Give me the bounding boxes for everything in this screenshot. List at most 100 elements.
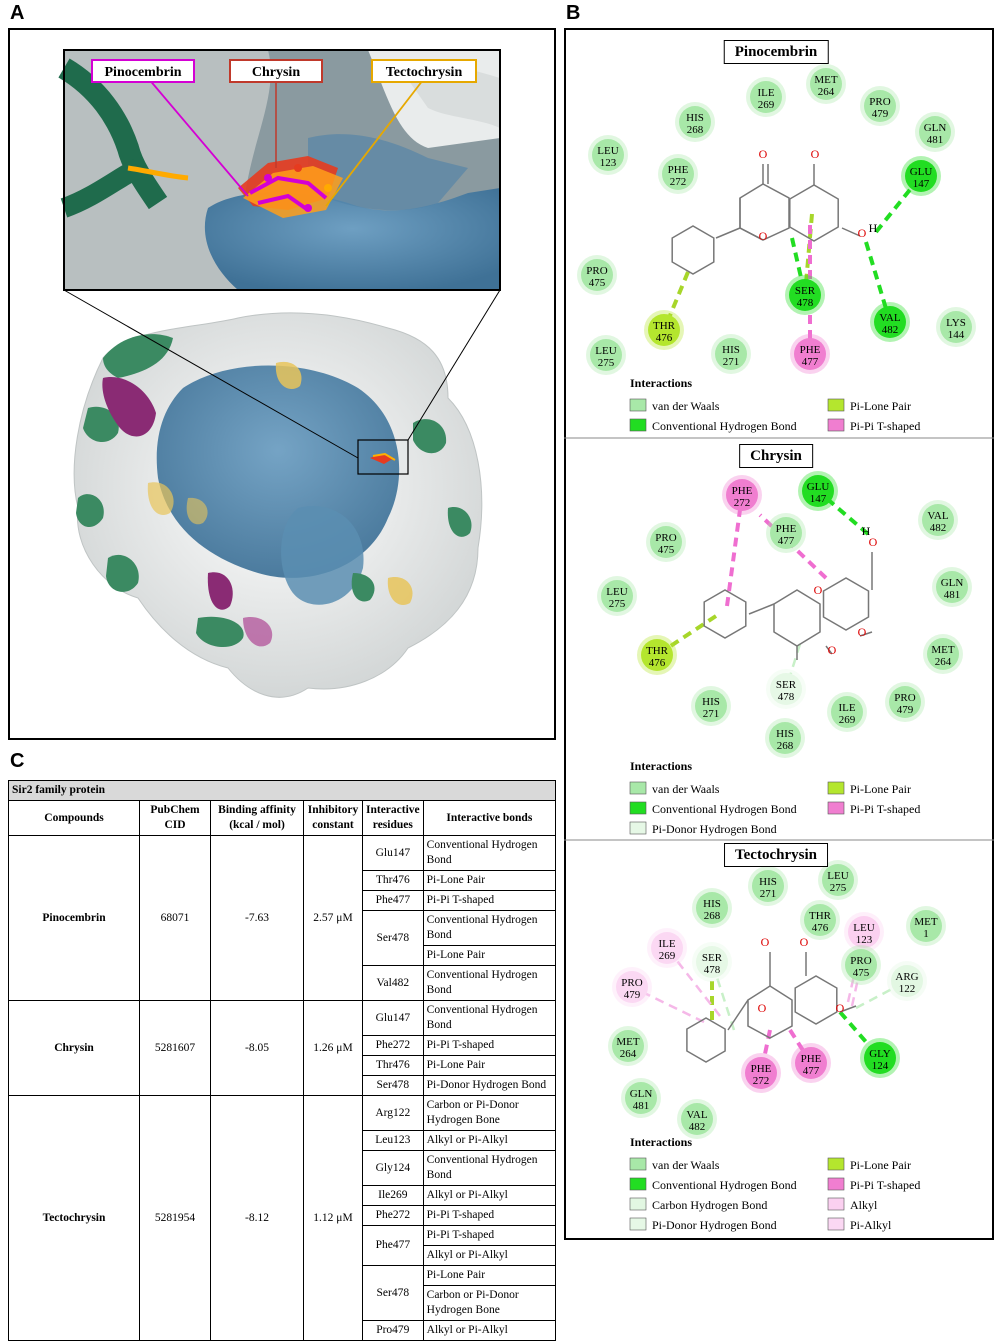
residue-number: 123 <box>856 934 873 946</box>
residue-number: 481 <box>633 1100 650 1112</box>
atom-label: H <box>869 221 878 235</box>
residue-number: 478 <box>704 964 721 976</box>
legend-swatch <box>629 1197 647 1211</box>
residue-cell: Leu123 <box>362 1130 424 1151</box>
atom-label: O <box>858 226 867 240</box>
legend-swatch <box>827 801 845 815</box>
phenyl-ring <box>686 1017 726 1063</box>
col-inhibitory: Inhibitory constant <box>303 800 363 836</box>
legend-swatch <box>827 1157 845 1171</box>
residue-cell: Glu147 <box>362 835 424 871</box>
residue-name: LEU <box>606 586 627 598</box>
residue-name: VAL <box>686 1109 707 1121</box>
residue-name: GLU <box>807 481 830 493</box>
residue-name: PHE <box>732 485 753 497</box>
legend-label: Pi-Pi T-shaped <box>850 419 920 433</box>
residue-cell: Phe477 <box>362 1225 424 1266</box>
legend-label: Pi-Alkyl <box>850 1218 892 1232</box>
residue-name: ILE <box>838 702 855 714</box>
residue-name: PRO <box>586 265 607 277</box>
inset-label-chrysin: Chrysin <box>252 65 300 80</box>
col-compounds: Compounds <box>8 800 140 836</box>
legend-swatch <box>827 398 845 412</box>
pubchem-cid: 5281954 <box>139 1095 211 1341</box>
atom-label: O <box>761 935 770 949</box>
benzo-ring <box>794 975 838 1025</box>
residue-disc <box>695 690 727 722</box>
bond-cell: Pi-Lone Pair <box>422 1055 557 1076</box>
residue-number: 275 <box>830 882 847 894</box>
residue-number: 477 <box>802 356 819 368</box>
residue-disc <box>864 1042 896 1074</box>
residue-name: PRO <box>621 977 642 989</box>
col-bonds: Interactive bonds <box>422 800 557 836</box>
atom-label: O <box>836 1001 845 1015</box>
bond-cell: Conventional Hydrogen Bond <box>422 835 557 871</box>
residue-disc <box>592 139 624 171</box>
residue-name: LEU <box>827 870 848 882</box>
atom-label: O <box>800 935 809 949</box>
legend-swatch <box>629 1217 647 1231</box>
residue-name: PRO <box>850 955 871 967</box>
residue-disc <box>891 965 923 997</box>
residue-name: HIS <box>703 898 721 910</box>
residue-number: 479 <box>872 108 889 120</box>
col-cid: PubChem CID <box>139 800 211 836</box>
bond-line <box>715 227 741 239</box>
bond-cell: Alkyl or Pi-Alkyl <box>422 1130 557 1151</box>
residue-cell: Thr476 <box>362 870 424 891</box>
residue-number: 147 <box>810 493 827 505</box>
residue-cell: Pro479 <box>362 1320 424 1341</box>
zoom-box <box>357 439 409 475</box>
legend-label: Conventional Hydrogen Bond <box>652 1178 797 1192</box>
atom-label: O <box>811 147 820 161</box>
residue-number: 475 <box>853 967 870 979</box>
bond-line <box>841 227 861 237</box>
residue-name: HIS <box>776 728 794 740</box>
residue-disc <box>864 90 896 122</box>
residue-name: VAL <box>879 312 900 324</box>
legend-label: Pi-Donor Hydrogen Bond <box>652 1218 777 1232</box>
residue-number: 122 <box>899 983 916 995</box>
legend-label: van der Waals <box>652 782 720 796</box>
legend-swatch <box>827 781 845 795</box>
zoom-inset: Pinocembrin Chrysin Tectochrysin <box>58 49 501 291</box>
title-chrysin: Chrysin <box>739 444 813 468</box>
residue-number: 275 <box>598 357 615 369</box>
inhibitory-constant: 1.26 μM <box>303 1000 363 1096</box>
residue-number: 1 <box>923 928 929 940</box>
residue-cell: Ile269 <box>362 1185 424 1206</box>
residue-number: 269 <box>839 714 856 726</box>
residue-disc <box>715 338 747 370</box>
pubchem-cid: 5281607 <box>139 1000 211 1096</box>
compound-name: Pinocembrin <box>8 835 140 1001</box>
bond-line <box>825 645 833 655</box>
bond-cell: Carbon or Pi-Donor Hydrogen Bone <box>422 1095 557 1131</box>
residue-name: MET <box>814 74 838 86</box>
bond-cell: Pi-Donor Hydrogen Bond <box>422 1075 557 1096</box>
bond-cell: Conventional Hydrogen Bond <box>422 1000 557 1036</box>
bond-cell: Pi-Pi T-shaped <box>422 890 557 911</box>
residue-number: 479 <box>897 704 914 716</box>
residue-name: VAL <box>927 510 948 522</box>
